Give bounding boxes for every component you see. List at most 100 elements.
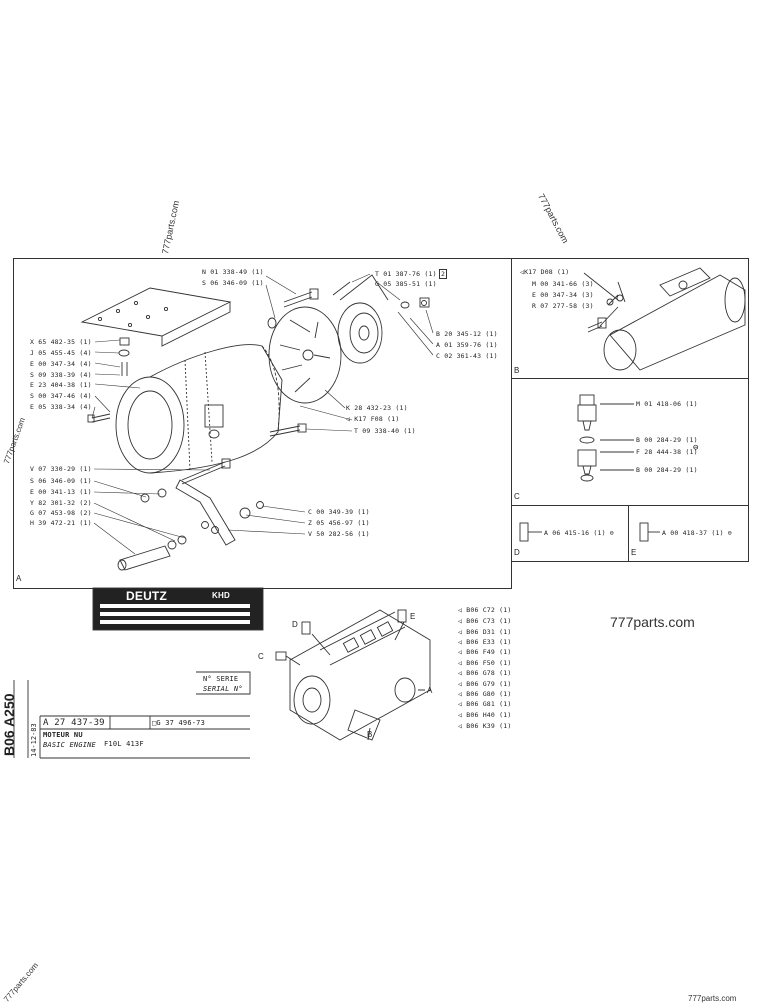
part-label: J 05 455-45 (4) (30, 349, 92, 357)
engine-code-text: B06 H40 (1) (466, 711, 512, 719)
part-label: S 06 346-09 (1) (30, 477, 92, 485)
view-letter: D (292, 620, 298, 629)
engine-code: ◁ B06 G80 (1) (458, 690, 512, 698)
part-label: B 00 284-29 (1) (636, 436, 698, 444)
minus-symbol: ⊖ (693, 443, 699, 453)
view-letter: E (410, 612, 416, 621)
part-code: K17 F08 (1) (354, 415, 400, 423)
sensor-c-drawing (577, 394, 634, 482)
engine-code: ◁ B06 H40 (1) (458, 711, 512, 719)
part-label: S 00 347-46 (4) (30, 392, 92, 400)
part-code: K17 D08 (1) (524, 268, 570, 276)
part-label: E 23 404-38 (1) (30, 381, 92, 389)
section-c-letter: C (514, 492, 520, 501)
title-block-lines (13, 671, 251, 759)
ref-number: A 27 437-39 (43, 718, 105, 728)
engine-code: ◁ B06 D31 (1) (458, 628, 512, 636)
engine-code: ◁ B06 G79 (1) (458, 680, 512, 688)
pulley-drawing (332, 274, 389, 364)
part-label: R 07 277-58 (3) (532, 302, 594, 310)
engine-code: ◁ B06 E33 (1) (458, 638, 512, 646)
part-label: T 09 338-40 (1) (354, 427, 416, 435)
part-label: ◁ K17 F08 (1) (346, 415, 400, 423)
nameplate-brand2: KHD (212, 591, 230, 600)
box-marker: 2 (439, 269, 448, 279)
page-code: B06 A250 (1, 693, 17, 756)
part-label: E 05 338-34 (4) (30, 403, 92, 411)
nameplate-drawing (92, 587, 264, 631)
section-b-letter: B (514, 366, 520, 375)
engine-code-text: B06 G80 (1) (466, 690, 512, 698)
starter-motor-drawing (583, 267, 746, 371)
engine-overview-drawing (275, 609, 431, 741)
engine-code-text: B06 G81 (1) (466, 700, 512, 708)
part-label: V 07 330-29 (1) (30, 465, 92, 473)
ref-number-2-text: G 37 496-73 (156, 719, 205, 727)
part-label: ◁K17 D08 (1) (520, 268, 570, 276)
engine-code-text: B06 C73 (1) (466, 617, 512, 625)
part-label: K 28 432-23 (1) (346, 404, 408, 412)
watermark: 777parts.com (688, 994, 737, 1003)
part-label: X 65 482-35 (1) (30, 338, 92, 346)
section-e-frame (628, 505, 749, 562)
fan-drawing (268, 306, 342, 404)
title-fr: MOTEUR NU (43, 731, 83, 739)
part-label: E 00 347-34 (3) (532, 291, 594, 299)
engine-code: ◁ B06 G81 (1) (458, 700, 512, 708)
part-label: S 09 338-39 (4) (30, 371, 92, 379)
part-label: A 01 359-76 (1) (436, 341, 498, 349)
sensor-d-e-drawing (519, 522, 660, 542)
title-en: BASIC ENGINE (43, 741, 96, 749)
engine-code-text: B06 G79 (1) (466, 680, 512, 688)
part-label: Z 05 456-97 (1) (308, 519, 370, 527)
engine-code-text: B06 E33 (1) (466, 638, 512, 646)
part-label: M 01 418-06 (1) (636, 400, 698, 408)
engine-code: ◁ B06 F50 (1) (458, 659, 512, 667)
leader-lines-a (91, 273, 434, 555)
part-label: A 00 418-37 (1) ⊖ (662, 529, 732, 537)
bracket-drawing (80, 287, 232, 347)
part-label: C 00 349-39 (1) (308, 508, 370, 516)
part-label: M 00 341-66 (3) (532, 280, 594, 288)
engine-code: ◁ B06 K39 (1) (458, 722, 512, 730)
view-letter: B (367, 730, 373, 739)
engine-code: ◁ B06 C72 (1) (458, 606, 512, 614)
engine-code-text: B06 G78 (1) (466, 669, 512, 677)
part-label: E 00 341-13 (1) (30, 488, 92, 496)
part-label: Y 82 301-32 (2) (30, 499, 92, 507)
serial-label-en: SERIAL N° (203, 685, 243, 693)
engine-model: F10L 413F (104, 740, 144, 748)
part-label: B 00 284-29 (1) (636, 466, 698, 474)
engine-code-text: B06 D31 (1) (466, 628, 512, 636)
part-label: N 01 338-49 (1) (202, 268, 264, 276)
part-label: A 06 415-16 (1) ⊖ (544, 529, 614, 537)
engine-code-text: B06 C72 (1) (466, 606, 512, 614)
part-label: H 39 472-21 (1) (30, 519, 92, 527)
part-label: C 02 361-43 (1) (436, 352, 498, 360)
alternator-drawing (115, 344, 283, 474)
part-label: S 06 346-09 (1) (202, 279, 264, 287)
section-e-letter: E (631, 548, 637, 557)
part-label: B 20 345-12 (1) (436, 330, 498, 338)
part-label: G 07 453-98 (2) (30, 509, 92, 517)
part-label: F 28 444-38 (1) (636, 448, 698, 456)
engine-code-text: B06 F50 (1) (466, 659, 512, 667)
engine-code-text: B06 F49 (1) (466, 648, 512, 656)
section-a-letter: A (16, 574, 22, 583)
part-label: T 01 387-76 (1) (375, 270, 437, 278)
engine-code-text: B06 K39 (1) (466, 722, 512, 730)
engine-code: ◁ B06 C73 (1) (458, 617, 512, 625)
view-letter: C (258, 652, 264, 661)
serial-label-fr: N° SERIE (203, 675, 239, 683)
section-d-letter: D (514, 548, 520, 557)
engine-code: ◁ B06 G78 (1) (458, 669, 512, 677)
watermark: 777parts.com (610, 614, 695, 630)
hardware-drawing (87, 288, 430, 571)
part-label: E 00 347-34 (4) (30, 360, 92, 368)
page-date: 14-12-83 (30, 723, 38, 757)
part-label: G 05 385-51 (1) (375, 280, 437, 288)
part-label: V 50 282-56 (1) (308, 530, 370, 538)
ref-number-2: □G 37 496-73 (152, 719, 205, 727)
view-letter: A (427, 686, 433, 695)
